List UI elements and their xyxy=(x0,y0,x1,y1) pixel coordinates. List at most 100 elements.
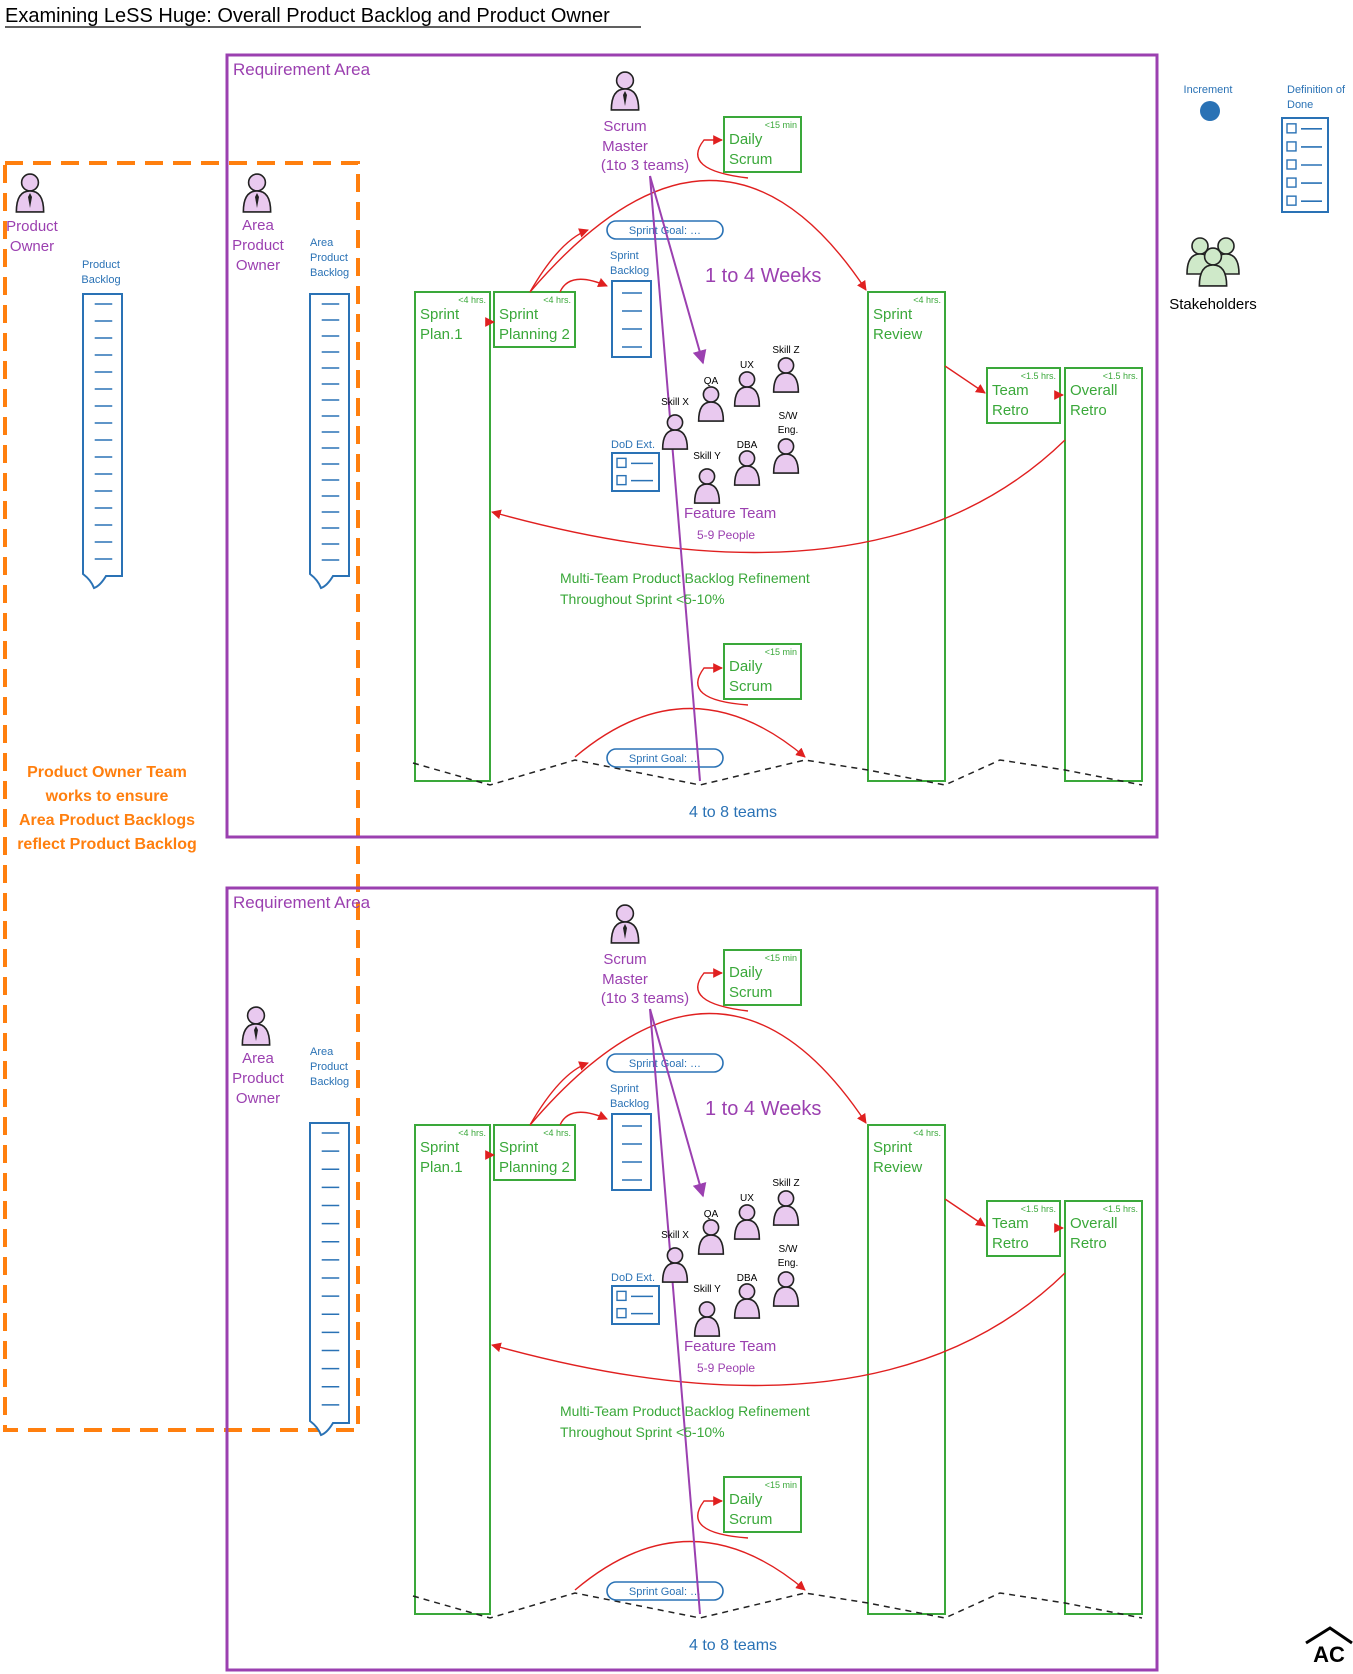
team-member-label-y: Skill Y xyxy=(693,1284,721,1295)
team-member-7 xyxy=(772,438,800,474)
sprint-goal-bottom-text: Sprint Goal: … xyxy=(629,1586,701,1598)
product-backlog-label-2: Backlog xyxy=(81,274,120,286)
team-member-label-qa: QA xyxy=(704,1209,719,1220)
arrow-bottom-arc xyxy=(574,707,806,758)
feature-team-label: Feature Team xyxy=(684,505,776,522)
arrow-retro-back-to-planning xyxy=(491,1272,1066,1387)
apb-label-2: Product xyxy=(310,252,348,264)
team-member-6 xyxy=(733,1283,761,1319)
scrum-master-figure xyxy=(610,904,640,944)
team-member-label-qa: QA xyxy=(704,376,719,387)
arrow-daily-loop-top xyxy=(697,968,749,1012)
scrum-master-label-2: Master xyxy=(602,138,648,155)
sprint-backlog-label-1: Sprint xyxy=(610,1083,639,1095)
scrum-master-label-3: (1to 3 teams) xyxy=(601,157,689,174)
dod-label-2: Done xyxy=(1287,99,1313,111)
overall-retro-column-label-2: Retro xyxy=(1070,402,1107,419)
stakeholder-center xyxy=(1198,247,1228,287)
team-member-label-x: Skill X xyxy=(661,397,689,408)
sprint-plan-1-column-label-2: Plan.1 xyxy=(420,326,463,343)
daily-scrum-bottom-box-duration: <15 min xyxy=(765,647,797,657)
daily-scrum-top-box-label-1: Daily xyxy=(729,131,763,148)
team-member-label-sw1: S/W xyxy=(779,411,798,422)
dod-ext-checklist xyxy=(611,452,660,492)
arrow-sprint-arc xyxy=(529,1012,867,1126)
stakeholders-label: Stakeholders xyxy=(1169,296,1257,313)
team-member-label-z: Skill Z xyxy=(772,345,799,356)
team-retro-box-label-1: Team xyxy=(992,1215,1029,1232)
sprint-plan-1-column-label-1: Sprint xyxy=(420,306,460,323)
sprint-floor-dashed xyxy=(412,759,1143,786)
sprint-review-column-label-1: Sprint xyxy=(873,1139,913,1156)
po-team-note-3: Area Product Backlogs xyxy=(19,812,195,829)
requirement-area-title: Requirement Area xyxy=(233,60,371,79)
team-member-5 xyxy=(693,1301,721,1337)
sprint-plan-1-column-label-2: Plan.1 xyxy=(420,1159,463,1176)
refinement-label-1: Multi-Team Product Backlog Refinement xyxy=(560,1403,810,1419)
team-retro-box-label-2: Retro xyxy=(992,1235,1029,1252)
arrow-retro-back-to-planning xyxy=(491,439,1066,554)
team-member-7 xyxy=(772,1271,800,1307)
team-member-label-z: Skill Z xyxy=(772,1178,799,1189)
dod-ext-label: DoD Ext. xyxy=(611,439,655,451)
team-member-label-dba: DBA xyxy=(737,440,758,451)
overall-retro-column-label-1: Overall xyxy=(1070,1215,1118,1232)
area-product-backlog-doc xyxy=(309,293,350,590)
sprint-floor-dashed xyxy=(412,1592,1143,1619)
team-member-label-sw2: Eng. xyxy=(778,425,799,436)
arrow-review-to-retro xyxy=(944,1198,986,1227)
sprint-goal-bottom: Sprint Goal: … xyxy=(606,748,724,768)
arrow-daily-loop-top xyxy=(697,135,749,179)
apb-label-1: Area xyxy=(310,1046,334,1058)
requirement-area-frame xyxy=(225,53,1159,839)
daily-scrum-bottom-box-label-2: Scrum xyxy=(729,1511,772,1528)
daily-scrum-bottom-box-label-2: Scrum xyxy=(729,678,772,695)
area-product-backlog-doc xyxy=(309,1122,350,1437)
daily-scrum-bottom-box-label-1: Daily xyxy=(729,1491,763,1508)
sprint-plan-1-column-label-1: Sprint xyxy=(420,1139,460,1156)
dod-ext-label: DoD Ext. xyxy=(611,1272,655,1284)
scrum-master-line xyxy=(649,1008,701,1615)
team-member-label-y: Skill Y xyxy=(693,451,721,462)
sprint-duration: 1 to 4 Weeks xyxy=(705,265,821,287)
product-owner-team-region xyxy=(3,161,360,1432)
po-team-note-2: works to ensure xyxy=(45,788,169,805)
requirement-area-title: Requirement Area xyxy=(233,893,371,912)
team-member-1 xyxy=(661,1247,689,1283)
area-product-owner-figure xyxy=(241,1006,271,1046)
refinement-label-2: Throughout Sprint <5-10% xyxy=(560,1424,725,1440)
arrow-sprint-arc xyxy=(529,179,867,293)
scrum-master-figure xyxy=(610,71,640,111)
arrow-to-sprint-backlog xyxy=(559,278,608,293)
overall-retro-column-label-1: Overall xyxy=(1070,382,1118,399)
overall-retro-column-label-2: Retro xyxy=(1070,1235,1107,1252)
team-member-label-x: Skill X xyxy=(661,1230,689,1241)
daily-scrum-top-box-duration: <15 min xyxy=(765,953,797,963)
increment-label: Increment xyxy=(1184,84,1233,96)
dod-ext-checklist xyxy=(611,1285,660,1325)
sprint-duration: 1 to 4 Weeks xyxy=(705,1098,821,1120)
sprint-backlog-label-2: Backlog xyxy=(610,265,649,277)
sprint-planning-2-box-label-1: Sprint xyxy=(499,1139,539,1156)
team-member-3 xyxy=(733,371,761,407)
sprint-planning-2-box-label-2: Planning 2 xyxy=(499,1159,570,1176)
sprint-backlog-label-2: Backlog xyxy=(610,1098,649,1110)
sprint-review-column-label-1: Sprint xyxy=(873,306,913,323)
product-backlog-icon xyxy=(82,293,123,590)
teams-count-label: 4 to 8 teams xyxy=(689,1637,777,1654)
sprint-planning-2-box-label-2: Planning 2 xyxy=(499,326,570,343)
apo-label-2: Product xyxy=(232,237,285,254)
daily-scrum-top-box-duration: <15 min xyxy=(765,120,797,130)
dod-label-1: Definition of xyxy=(1287,84,1346,96)
daily-scrum-top-box-label-1: Daily xyxy=(729,964,763,981)
